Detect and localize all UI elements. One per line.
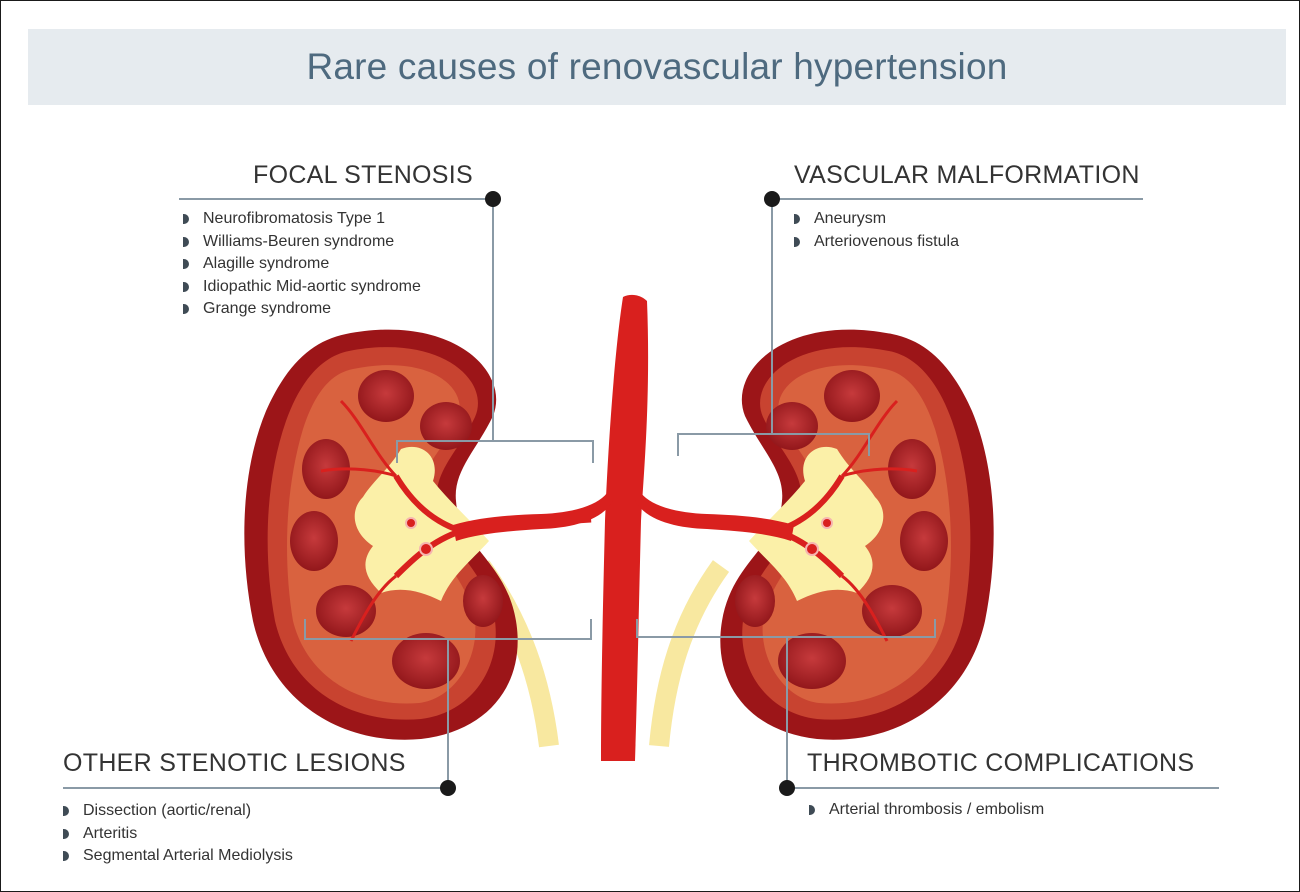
list-item: Idiopathic Mid-aortic syndrome: [183, 276, 421, 299]
half-disc-bullet-icon: [63, 806, 69, 816]
list-item: Williams-Beuren syndrome: [183, 231, 421, 254]
thrombotic-complications-list: Arterial thrombosis / embolism: [809, 799, 1044, 822]
connector-dot-icon: [779, 780, 795, 796]
list-item: Aneurysm: [794, 208, 959, 231]
right-ureter: [659, 566, 721, 746]
half-disc-bullet-icon: [63, 851, 69, 861]
connector-dot-icon: [440, 780, 456, 796]
right-renal-artery: [635, 493, 794, 541]
right-kidney: [720, 330, 993, 740]
focal-stenosis-list: Neurofibromatosis Type 1 Williams-Beuren…: [183, 208, 421, 321]
half-disc-bullet-icon: [183, 259, 189, 269]
connector-dot-icon: [485, 191, 501, 207]
half-disc-bullet-icon: [63, 829, 69, 839]
list-item: Dissection (aortic/renal): [63, 800, 293, 823]
list-item: Arteritis: [63, 823, 293, 846]
aorta: [601, 295, 648, 761]
list-item: Neurofibromatosis Type 1: [183, 208, 421, 231]
other-stenotic-list: Dissection (aortic/renal) Arteritis Segm…: [63, 800, 293, 868]
left-renal-artery: [453, 493, 613, 541]
connector-dot-icon: [764, 191, 780, 207]
half-disc-bullet-icon: [183, 237, 189, 247]
half-disc-bullet-icon: [794, 237, 800, 247]
list-item: Arterial thrombosis / embolism: [809, 799, 1044, 822]
other-stenotic-heading: OTHER STENOTIC LESIONS: [63, 749, 406, 778]
list-item: Arteriovenous fistula: [794, 231, 959, 254]
thrombotic-complications-heading: THROMBOTIC COMPLICATIONS: [807, 749, 1194, 778]
half-disc-bullet-icon: [183, 282, 189, 292]
list-item: Alagille syndrome: [183, 253, 421, 276]
list-item: Grange syndrome: [183, 298, 421, 321]
half-disc-bullet-icon: [809, 805, 815, 815]
half-disc-bullet-icon: [183, 304, 189, 314]
half-disc-bullet-icon: [183, 214, 189, 224]
list-item: Segmental Arterial Mediolysis: [63, 845, 293, 868]
half-disc-bullet-icon: [794, 214, 800, 224]
vascular-malformation-heading: VASCULAR MALFORMATION: [794, 161, 1140, 190]
vascular-malformation-list: Aneurysm Arteriovenous fistula: [794, 208, 959, 253]
focal-stenosis-heading: FOCAL STENOSIS: [253, 161, 473, 190]
